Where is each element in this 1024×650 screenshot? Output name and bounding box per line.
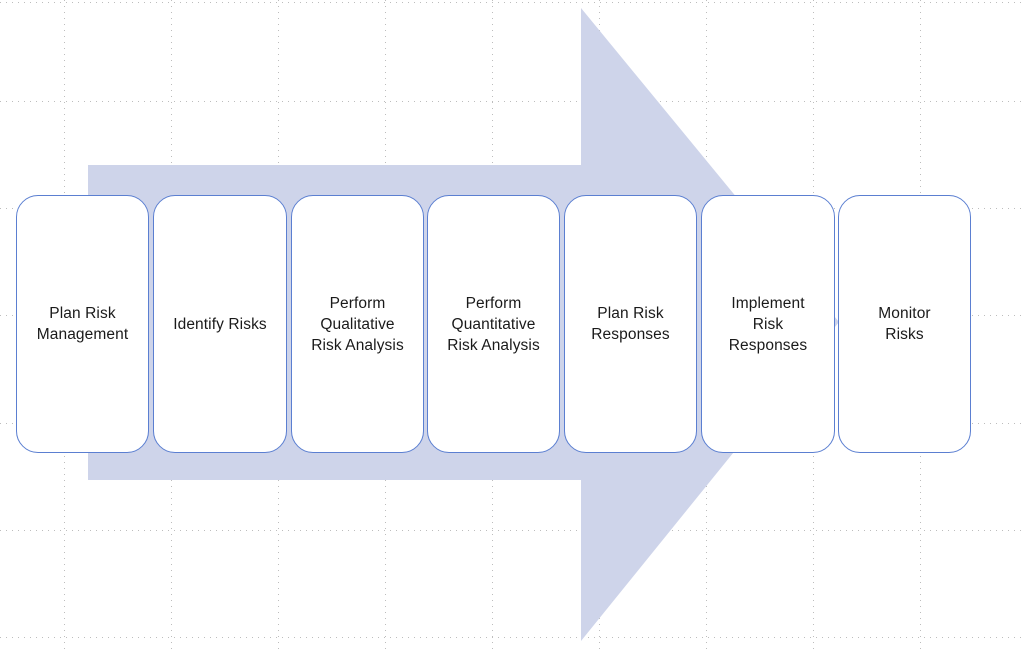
step-card-plan-risk-responses[interactable]: Plan Risk Responses [564, 195, 697, 453]
step-label: Perform Qualitative Risk Analysis [311, 294, 404, 354]
step-card-perform-quantitative-risk-analysis[interactable]: Perform Quantitative Risk Analysis [427, 195, 560, 453]
step-label: Identify Risks [173, 315, 267, 333]
step-card-monitor-risks[interactable]: Monitor Risks [838, 195, 971, 453]
step-label: Perform Quantitative Risk Analysis [447, 294, 540, 354]
step-label: Plan Risk Management [36, 305, 129, 343]
step-label: Monitor Risks [878, 305, 931, 343]
step-card-plan-risk-management[interactable]: Plan Risk Management [16, 195, 149, 453]
step-card-identify-risks[interactable]: Identify Risks [153, 195, 287, 453]
step-card-implement-risk-responses[interactable]: Implement Risk Responses [701, 195, 835, 453]
step-card-perform-qualitative-risk-analysis[interactable]: Perform Qualitative Risk Analysis [291, 195, 424, 453]
step-label: Plan Risk Responses [591, 305, 670, 343]
step-label: Implement Risk Responses [728, 294, 808, 354]
